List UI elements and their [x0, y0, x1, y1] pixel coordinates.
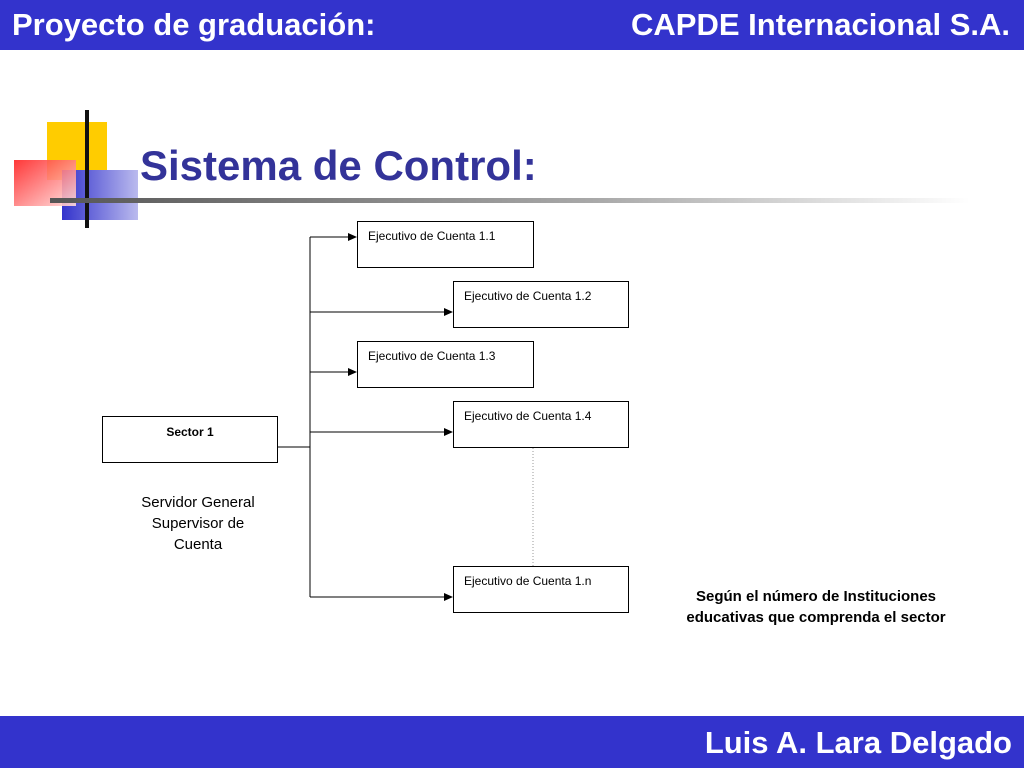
node-box-1-2: Ejecutivo de Cuenta 1.2 [453, 281, 629, 328]
logo-yellow-square [47, 122, 107, 180]
author-name: Luis A. Lara Delgado [704, 725, 1012, 760]
note-line: educativas que comprenda el sector [686, 609, 946, 626]
project-title: Proyecto de graduación: [12, 7, 376, 42]
footer-bar: Luis A. Lara Delgado [0, 716, 1024, 768]
sector-box: Sector 1 [102, 416, 278, 463]
company-name: CAPDE Internacional S.A. [631, 7, 1010, 42]
header-bar: Proyecto de graduación: CAPDE Internacio… [0, 0, 1024, 50]
slide-title: Sistema de Control: [140, 142, 537, 189]
caption-line: Servidor General [141, 494, 255, 511]
sector-caption: Servidor General Supervisor de Cuenta [118, 492, 278, 555]
node-box-1-4: Ejecutivo de Cuenta 1.4 [453, 401, 629, 448]
note-line: Según el número de Instituciones [695, 588, 937, 605]
node-box-1-3: Ejecutivo de Cuenta 1.3 [357, 341, 534, 388]
title-rule [50, 198, 970, 203]
logo-blue-square [62, 170, 138, 220]
node-box-1-n: Ejecutivo de Cuenta 1.n [453, 566, 629, 613]
caption-line: Supervisor de [151, 515, 245, 532]
side-note: Según el número de Instituciones educati… [648, 586, 984, 628]
caption-line: Cuenta [173, 536, 223, 553]
logo-vertical-line [85, 110, 89, 228]
node-box-1-1: Ejecutivo de Cuenta 1.1 [357, 221, 534, 268]
logo-red-square [14, 160, 76, 206]
